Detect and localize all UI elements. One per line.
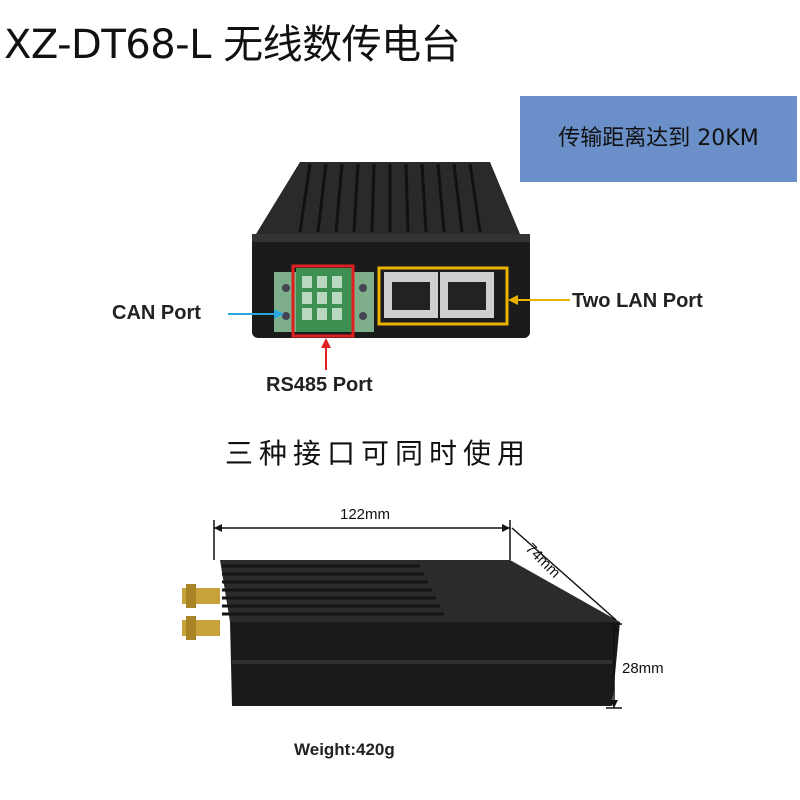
range-badge: 传输距离达到 20KM xyxy=(520,96,797,182)
weight-label: Weight:420g xyxy=(294,740,395,759)
can-port-label: CAN Port xyxy=(112,302,201,324)
length-dimension: 122mm xyxy=(340,506,391,523)
side-device-image xyxy=(182,560,620,706)
can-port-arrow xyxy=(228,309,284,319)
lan-port-label: Two LAN Port xyxy=(572,290,703,312)
lan-port-arrow xyxy=(508,295,570,305)
antenna-connector-icon xyxy=(182,584,220,640)
range-badge-text: 传输距离达到 20KM xyxy=(558,126,759,151)
front-device-image xyxy=(252,162,530,338)
height-dimension: 28mm xyxy=(622,660,664,677)
rs485-port-label: RS485 Port xyxy=(266,374,373,396)
interfaces-caption: 三种接口可同时使用 xyxy=(225,437,532,470)
product-title: XZ-DT68-L 无线数传电台 xyxy=(4,22,461,68)
dimension-lines xyxy=(213,520,622,709)
rs485-port-arrow xyxy=(321,338,331,370)
